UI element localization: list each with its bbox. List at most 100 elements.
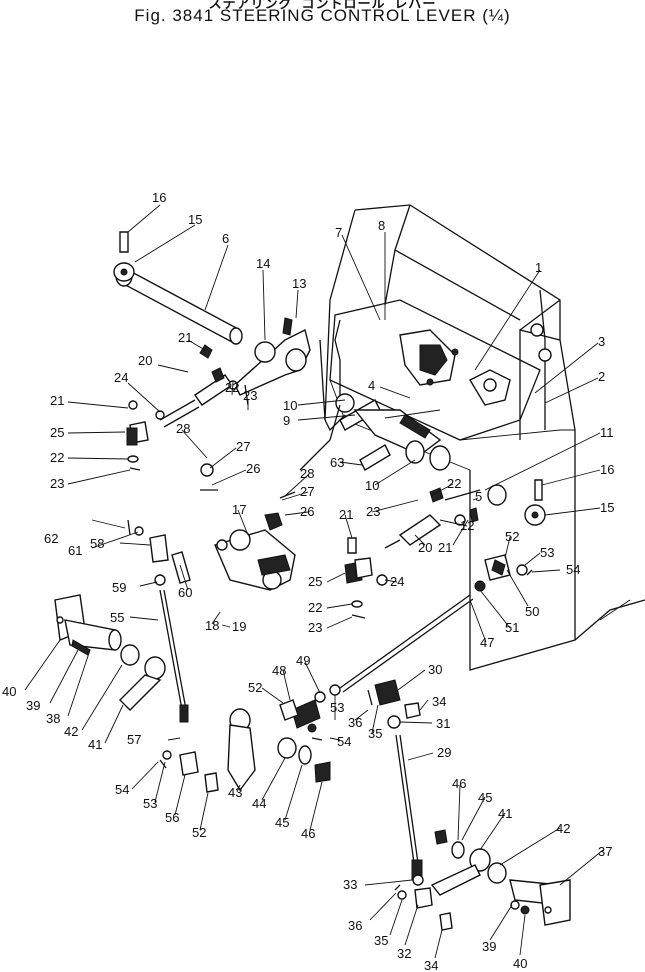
lever-upper (234, 317, 311, 396)
label-23c: 23 (366, 504, 380, 519)
label-45a: 45 (275, 815, 289, 830)
figure-title: Fig. 3841 STEERING CONTROL LEVER (¼) (134, 6, 511, 25)
label-28a: 28 (176, 421, 190, 436)
label-31: 31 (436, 716, 450, 731)
vertical-rod-29 (367, 679, 424, 886)
clevis-center (344, 537, 388, 619)
label-53c: 53 (330, 700, 344, 715)
label-54b: 54 (115, 782, 129, 797)
label-51: 51 (505, 620, 519, 635)
label-9: 9 (283, 413, 290, 428)
label-19: 19 (232, 619, 246, 634)
label-35a: 35 (368, 726, 382, 741)
vertical-rod-55 (154, 574, 189, 723)
label-52c: 52 (248, 680, 262, 695)
linkage-rod-right (384, 479, 546, 549)
label-40a: 40 (2, 684, 16, 699)
label-22a: 22 (225, 380, 239, 395)
label-15b: 15 (600, 500, 614, 515)
label-34a: 34 (432, 694, 446, 709)
label-42a: 42 (64, 724, 78, 739)
label-20a: 20 (138, 353, 152, 368)
cross-shaft (113, 231, 243, 345)
label-53a: 53 (540, 545, 554, 560)
label-16: 16 (152, 190, 166, 205)
clevis-56 (159, 750, 219, 793)
label-35b: 35 (374, 933, 388, 948)
label-13: 13 (292, 276, 306, 291)
label-5: 5 (475, 489, 482, 504)
label-17: 17 (232, 502, 246, 517)
label-12: 12 (460, 518, 474, 533)
label-21c: 21 (438, 540, 452, 555)
label-20b: 20 (418, 540, 432, 555)
label-39b: 39 (482, 939, 496, 954)
label-50: 50 (525, 604, 539, 619)
label-44: 44 (252, 796, 266, 811)
label-61: 61 (68, 543, 82, 558)
label-39a: 39 (26, 698, 40, 713)
label-36b: 36 (348, 918, 362, 933)
label-1: 1 (535, 260, 542, 275)
label-25b: 25 (308, 574, 322, 589)
label-54c: 54 (337, 734, 351, 749)
label-27b: 27 (300, 484, 314, 499)
frame-assembly (319, 204, 645, 671)
label-26a: 26 (246, 461, 260, 476)
bracket-plate (399, 329, 511, 406)
label-4: 4 (368, 378, 375, 393)
label-52b: 52 (192, 825, 206, 840)
label-46b: 46 (452, 776, 466, 791)
label-2: 2 (598, 369, 605, 384)
left-housing (54, 594, 140, 666)
label-63: 63 (330, 455, 344, 470)
label-25a: 25 (50, 425, 64, 440)
label-45b: 45 (478, 790, 492, 805)
label-7: 7 (335, 225, 342, 240)
label-43: 43 (228, 785, 242, 800)
lever-lower-left (119, 656, 331, 792)
label-22d: 22 (308, 600, 322, 615)
label-21b: 21 (50, 393, 64, 408)
clevis-left (126, 400, 165, 471)
label-60: 60 (178, 585, 192, 600)
center-lever-assembly (200, 463, 296, 591)
label-33: 33 (343, 877, 357, 892)
label-10b: 10 (365, 478, 379, 493)
label-10a: 10 (283, 398, 297, 413)
label-24a: 24 (114, 370, 128, 385)
japanese-title: ステアリング コントロール レバー (208, 0, 437, 12)
label-22b: 22 (50, 450, 64, 465)
label-57: 57 (127, 732, 141, 747)
center-housing (299, 393, 451, 471)
label-24b: 24 (390, 574, 404, 589)
label-21d: 21 (339, 507, 353, 522)
lever-lower-right (394, 829, 571, 931)
label-46a: 46 (301, 826, 315, 841)
label-21a: 21 (178, 330, 192, 345)
clevis-58 (127, 519, 191, 584)
part-labels: 16 15 6 14 13 7 8 1 3 2 4 21 20 24 22 23… (2, 190, 614, 972)
label-40b: 40 (513, 956, 527, 971)
label-3: 3 (598, 334, 605, 349)
label-8: 8 (378, 218, 385, 233)
label-11: 11 (600, 425, 614, 440)
label-41b: 41 (498, 806, 512, 821)
label-26b: 26 (300, 504, 314, 519)
label-22c: 22 (447, 476, 461, 491)
label-54a: 54 (566, 562, 580, 577)
label-34b: 34 (424, 958, 438, 972)
label-32: 32 (397, 946, 411, 961)
linkage-rod-left (159, 344, 249, 428)
label-62: 62 (44, 531, 58, 546)
label-28b: 28 (300, 466, 314, 481)
label-23a: 23 (243, 388, 257, 403)
label-16b: 16 (600, 462, 614, 477)
label-42b: 42 (556, 821, 570, 836)
label-15: 15 (188, 212, 202, 227)
leader-lines (24, 204, 604, 959)
label-41a: 41 (88, 737, 102, 752)
label-37: 37 (598, 844, 612, 859)
label-23b: 23 (50, 476, 64, 491)
label-55: 55 (110, 610, 124, 625)
